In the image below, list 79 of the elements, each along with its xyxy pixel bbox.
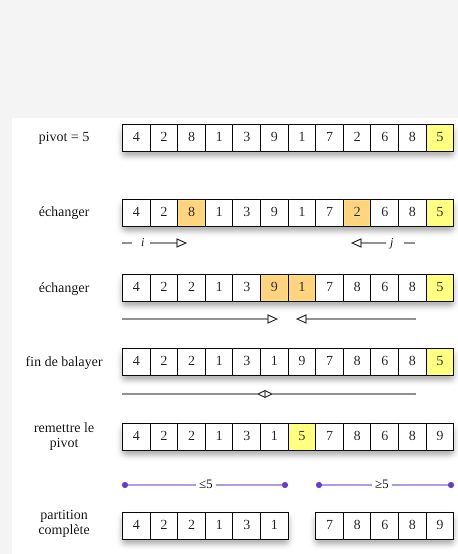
array-cell: 9 — [288, 348, 316, 376]
index-label: i — [141, 235, 144, 250]
array-cell: 2 — [150, 274, 178, 302]
step-label: échanger — [38, 205, 90, 220]
array-cell: 2 — [177, 423, 206, 451]
array-cell: 3 — [232, 512, 261, 540]
array-cell: 6 — [370, 512, 399, 540]
array-cell: 8 — [398, 274, 427, 302]
array-cell: 1 — [260, 512, 289, 540]
array-cell: 2 — [342, 124, 372, 152]
array-cell: 6 — [370, 274, 399, 302]
step-label: pivot = 5 — [38, 130, 90, 145]
array-cell: 3 — [232, 199, 261, 227]
array-cell: 1 — [288, 124, 316, 152]
step-label: remettre le pivot — [32, 421, 96, 451]
array-cell: 8 — [398, 512, 427, 540]
array-cell: 8 — [398, 348, 427, 376]
array-cell: 1 — [204, 512, 234, 540]
array-cell: 4 — [122, 423, 151, 451]
array-cell: 8 — [342, 512, 372, 540]
array-cell: 1 — [288, 274, 316, 302]
array-cell: 2 — [177, 348, 206, 376]
array-cell: 8 — [342, 423, 372, 451]
array-cell: 8 — [398, 423, 427, 451]
array-cell: 4 — [122, 274, 151, 302]
array-cell: 6 — [370, 124, 399, 152]
array-cell: 7 — [315, 348, 344, 376]
array-cell: 7 — [315, 423, 344, 451]
array-cell: 8 — [398, 124, 427, 152]
step-label: fin de balayer — [24, 355, 104, 370]
array-cell: 4 — [122, 348, 151, 376]
array-cell: 5 — [426, 124, 454, 152]
index-label: j — [390, 235, 394, 250]
array-cell: 3 — [232, 124, 261, 152]
array-cell: 9 — [426, 512, 454, 540]
array-cell: 3 — [232, 348, 261, 376]
array-cell: 3 — [232, 423, 261, 451]
array-cell: 2 — [150, 124, 178, 152]
array-cell: 7 — [315, 512, 344, 540]
array-cell: 5 — [426, 348, 454, 376]
array-cell: 2 — [177, 274, 206, 302]
array-cell: 8 — [342, 348, 372, 376]
array-cell: 1 — [260, 348, 289, 376]
array-cell: 3 — [232, 274, 261, 302]
array-cell: 4 — [122, 512, 151, 540]
array-cell: 7 — [315, 124, 344, 152]
array-cell: 2 — [150, 423, 178, 451]
step-label: partition complète — [37, 508, 91, 538]
array-cell: 2 — [342, 199, 372, 227]
array-cell: 9 — [260, 274, 289, 302]
array-cell: 2 — [150, 348, 178, 376]
array-cell: 9 — [426, 423, 454, 451]
array-cell: 8 — [177, 124, 206, 152]
array-cell: 4 — [122, 199, 151, 227]
array-cell: 2 — [150, 199, 178, 227]
array-cell: 8 — [398, 199, 427, 227]
array-cell: 6 — [370, 423, 399, 451]
array-cell: 5 — [288, 423, 316, 451]
array-cell: 8 — [342, 274, 372, 302]
array-cell: 5 — [426, 199, 454, 227]
array-cell: 1 — [204, 423, 234, 451]
array-cell: 6 — [370, 199, 399, 227]
array-cell: 1 — [260, 423, 289, 451]
array-cell: 9 — [260, 199, 289, 227]
array-cell: 8 — [177, 199, 206, 227]
array-cell: 9 — [260, 124, 289, 152]
array-cell: 7 — [315, 199, 344, 227]
step-label: échanger — [38, 281, 90, 296]
array-cell: 2 — [177, 512, 206, 540]
array-cell: 1 — [204, 348, 234, 376]
array-cell: 1 — [204, 274, 234, 302]
array-cell: 6 — [370, 348, 399, 376]
array-cell: 7 — [315, 274, 344, 302]
array-cell: 2 — [150, 512, 178, 540]
array-cell: 1 — [204, 124, 234, 152]
array-cell: 5 — [426, 274, 454, 302]
array-cell: 4 — [122, 124, 151, 152]
array-cell: 1 — [204, 199, 234, 227]
array-cell: 1 — [288, 199, 316, 227]
